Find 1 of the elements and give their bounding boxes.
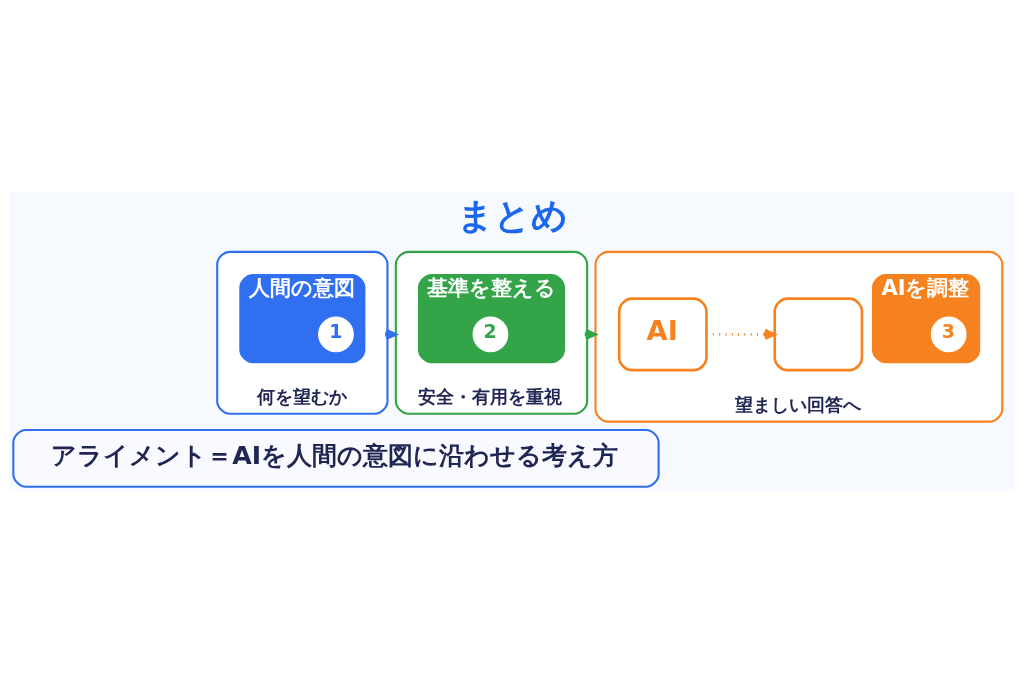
diagram-title: まとめ [457, 194, 569, 236]
